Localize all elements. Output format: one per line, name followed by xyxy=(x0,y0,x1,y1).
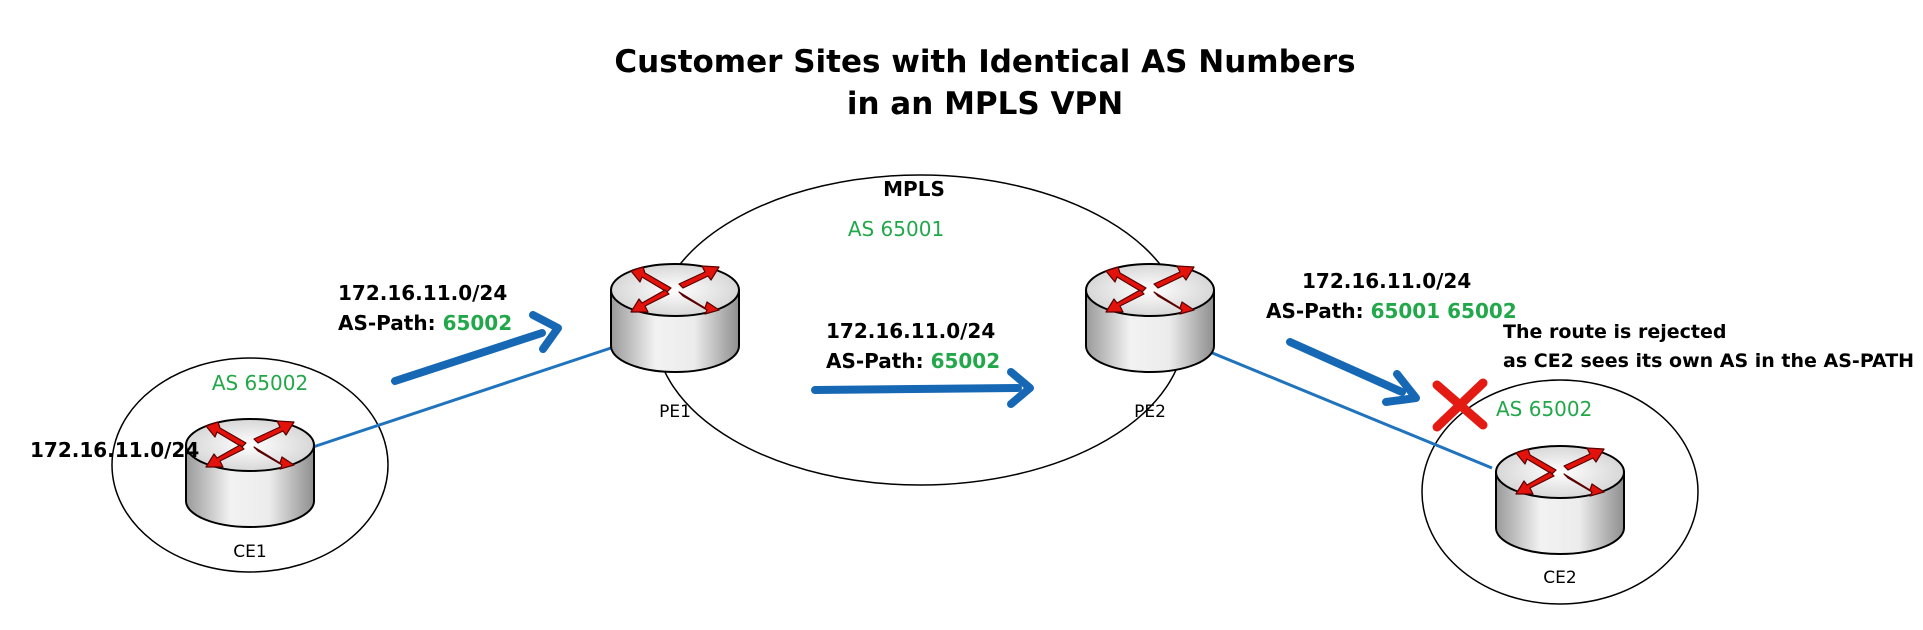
x-mark-icon xyxy=(1432,378,1488,432)
update3-aspath-value: 65001 65002 xyxy=(1371,299,1517,323)
arrow-ce1-to-pe1 xyxy=(391,311,562,385)
router-icon xyxy=(1495,445,1625,555)
pe1-router xyxy=(610,263,740,373)
update3-aspath: AS-Path: 65001 65002 xyxy=(1266,299,1517,323)
right-site-ellipse xyxy=(1421,379,1699,605)
arrow-icon xyxy=(811,384,1022,394)
update1-aspath-label: AS-Path: xyxy=(338,311,443,335)
update1-prefix: 172.16.11.0/24 xyxy=(338,281,507,305)
update1-aspath-value: 65002 xyxy=(443,311,513,335)
link-ce1-pe1 xyxy=(309,343,621,450)
mpls-label: MPLS xyxy=(883,177,945,201)
right-site-as-label: AS 65002 xyxy=(1496,397,1592,421)
pe2-router xyxy=(1085,263,1215,373)
ce1-prefix-label: 172.16.11.0/24 xyxy=(30,438,199,462)
arrow-pe2-to-ce2 xyxy=(1286,338,1420,406)
update2-aspath: AS-Path: 65002 xyxy=(826,349,1000,373)
link-pe2-ce2 xyxy=(1209,350,1493,470)
arrow-icon xyxy=(391,329,546,385)
update3-aspath-label: AS-Path: xyxy=(1266,299,1371,323)
router-icon xyxy=(1085,263,1215,373)
pe2-label: PE2 xyxy=(1134,402,1166,422)
title-line-2: in an MPLS VPN xyxy=(847,86,1123,122)
left-site-as-label: AS 65002 xyxy=(212,371,308,395)
rejection-line-2: as CE2 sees its own AS in the AS-PATH xyxy=(1503,350,1914,372)
update2-aspath-label: AS-Path: xyxy=(826,349,931,373)
router-icon xyxy=(610,263,740,373)
pe1-label: PE1 xyxy=(659,402,691,422)
ce2-label: CE2 xyxy=(1543,568,1576,588)
ce1-router xyxy=(185,418,315,528)
ce1-label: CE1 xyxy=(233,542,266,562)
update2-aspath-value: 65002 xyxy=(931,349,1001,373)
arrow-icon xyxy=(1286,338,1406,396)
update3-prefix: 172.16.11.0/24 xyxy=(1302,269,1471,293)
mpls-as-label: AS 65001 xyxy=(848,217,944,241)
title-line-1: Customer Sites with Identical AS Numbers xyxy=(614,44,1355,80)
update2-prefix: 172.16.11.0/24 xyxy=(826,319,995,343)
router-icon xyxy=(185,418,315,528)
left-site-ellipse xyxy=(111,357,389,573)
rejection-line-1: The route is rejected xyxy=(1503,321,1726,343)
update1-aspath: AS-Path: 65002 xyxy=(338,311,512,335)
arrow-pe1-to-pe2 xyxy=(811,368,1034,408)
ce2-router xyxy=(1495,445,1625,555)
